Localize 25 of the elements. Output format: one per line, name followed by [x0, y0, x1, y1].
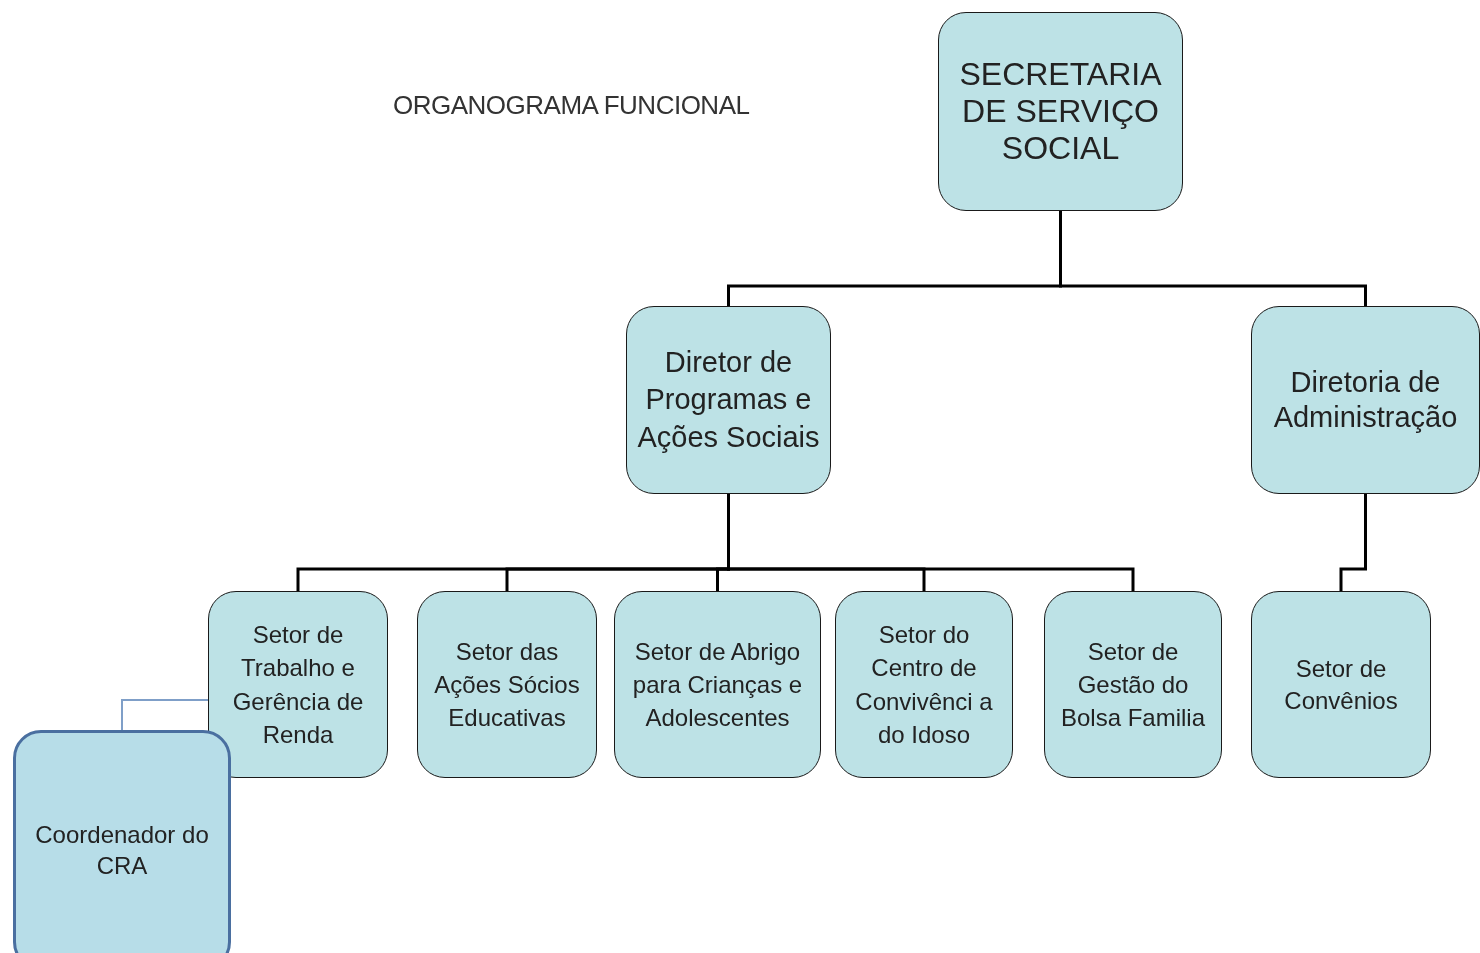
org-unit-box — [13, 730, 231, 953]
connector-line — [727, 494, 1135, 591]
connector-line — [121, 699, 209, 731]
unit-name: SECRETARIA DE SERVIÇO SOCIAL — [958, 56, 1163, 167]
org-unit-box — [417, 591, 597, 778]
org-unit-box — [938, 12, 1183, 211]
org-unit-box — [208, 591, 388, 778]
org-unit-box — [1044, 591, 1222, 778]
org-unit-box — [1251, 306, 1480, 494]
diagram-title: ORGANOGRAMA FUNCIONAL — [393, 90, 750, 121]
org-unit-box — [614, 591, 821, 778]
connector-line — [1339, 494, 1367, 591]
org-unit-box — [835, 591, 1013, 778]
unit-name: Coordenador do CRA — [34, 819, 210, 881]
unit-name: Diretoria de Administração — [1272, 365, 1459, 435]
unit-name: Setor de Convênios — [1283, 654, 1399, 716]
org-unit-box — [626, 306, 831, 494]
unit-name: Setor de Gestão do Bolsa Familia — [1059, 636, 1206, 734]
unit-name: Setor de Trabalho e Gerência de Renda — [231, 620, 365, 750]
unit-name: Setor das Ações Sócios Educativas — [433, 636, 581, 734]
unit-name: Setor de Abrigo para Crianças e Adolescentes — [631, 636, 804, 734]
unit-name: Setor do Centro de Convivênci a do Idoso — [854, 620, 994, 750]
org-unit-box — [1251, 591, 1431, 778]
unit-name: Diretor de Programas e Ações Sociais — [636, 345, 821, 455]
connector-line — [1059, 211, 1367, 306]
